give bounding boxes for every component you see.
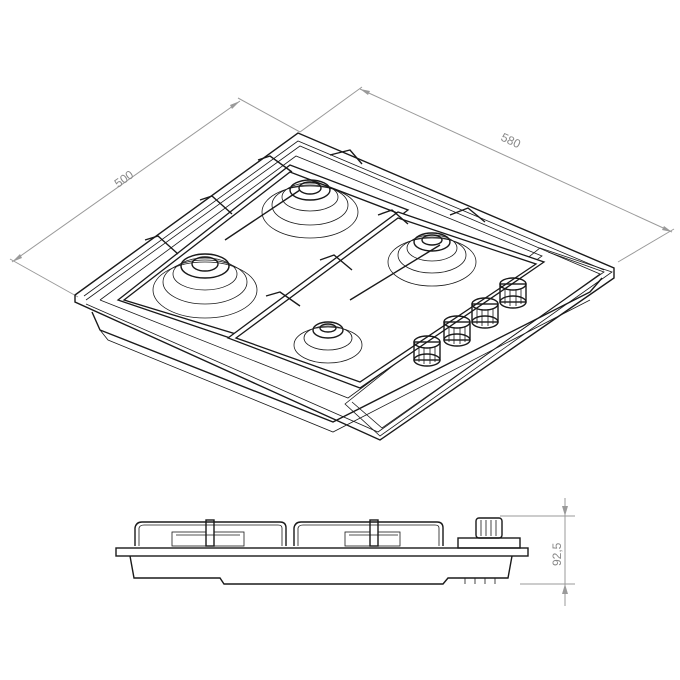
knob-1 (413, 335, 441, 367)
knob-3 (471, 297, 499, 329)
burner-front-small (293, 321, 363, 364)
height-label: 92,5 (550, 542, 564, 566)
knob-4 (499, 277, 527, 309)
width-label: 580 (499, 130, 523, 151)
knob-2 (443, 315, 471, 347)
burner-rear-left (261, 179, 359, 239)
control-knobs (413, 277, 527, 367)
isometric-view (74, 132, 615, 441)
burner-front-left (152, 253, 258, 319)
burner-rear-right (387, 232, 477, 287)
depth-label: 500 (112, 167, 137, 190)
front-view (115, 517, 529, 585)
dimension-height: 92,5 (500, 498, 575, 606)
